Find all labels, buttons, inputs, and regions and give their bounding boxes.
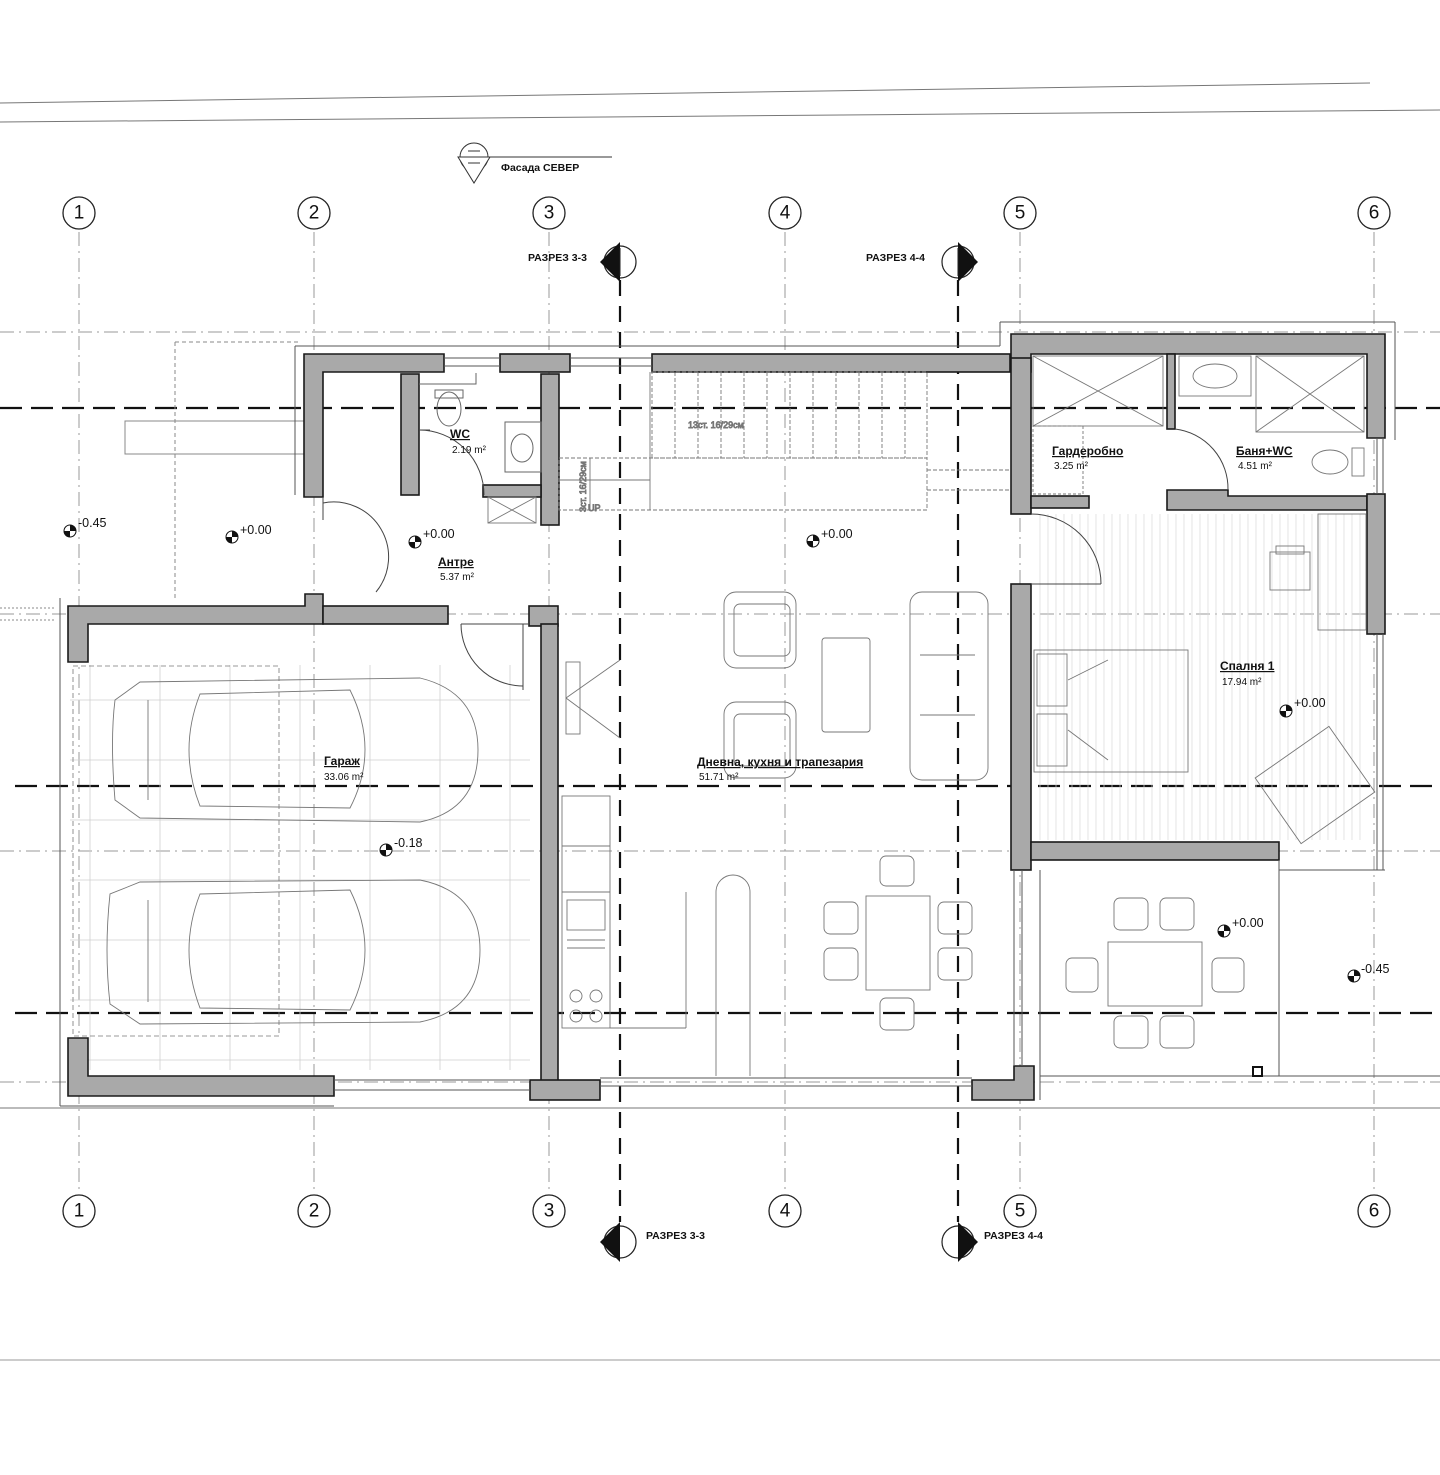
- svg-text:Гардеробно: Гардеробно: [1052, 444, 1123, 458]
- level-marker: -0.45: [1347, 962, 1390, 983]
- svg-text:-0.45: -0.45: [78, 516, 107, 530]
- svg-text:Антре: Антре: [438, 555, 474, 569]
- level-marker: +0.00: [225, 523, 272, 544]
- section-label: РАЗРЕЗ 4-4: [984, 1230, 1043, 1242]
- walls: [67, 333, 1386, 1101]
- car-2-icon: [106, 879, 481, 1025]
- section-marker-4-4-bottom: РАЗРЕЗ 4-4: [941, 1222, 1043, 1262]
- room-label-living: Дневна, кухня и трапезария 51.71 m²: [697, 755, 863, 783]
- svg-text:+0.00: +0.00: [1232, 916, 1264, 930]
- svg-text:+0.00: +0.00: [821, 527, 853, 541]
- bedroom-floor-boards: [1039, 514, 1361, 840]
- level-marker: -0.18: [379, 836, 423, 857]
- car-1-icon: [112, 677, 479, 823]
- outdoor-porch: [0, 341, 306, 621]
- section-marker-4-4-top: РАЗРЕЗ 4-4: [866, 242, 978, 282]
- site-boundary-line: [0, 109, 1440, 123]
- living-furniture: [565, 591, 989, 781]
- room-label-wardrobe: Гардеробно 3.25 m²: [1052, 444, 1123, 472]
- room-label-wc: WC 2.19 m²: [450, 427, 487, 456]
- svg-text:Баня+WC: Баня+WC: [1236, 444, 1293, 458]
- level-marker: +0.00: [1279, 696, 1326, 718]
- svg-text:2.19 m²: 2.19 m²: [452, 445, 487, 456]
- wc-fixtures: [419, 373, 542, 473]
- facade-marker: Фасада СЕВЕР: [457, 142, 612, 184]
- svg-text:-0.45: -0.45: [1361, 962, 1390, 976]
- axis-label-3: 3: [544, 203, 555, 224]
- svg-text:3.25 m²: 3.25 m²: [1054, 461, 1089, 472]
- axis-label-5: 5: [1015, 203, 1026, 224]
- axis-label-6: 6: [1369, 203, 1380, 224]
- room-label-antre: Антре 5.37 m²: [438, 555, 475, 583]
- svg-text:-0.18: -0.18: [394, 836, 423, 850]
- svg-text:17.94 m²: 17.94 m²: [1222, 677, 1262, 688]
- level-marker: +0.00: [408, 527, 455, 549]
- axis-label-5: 5: [1015, 1201, 1026, 1222]
- doors: [322, 428, 1229, 690]
- axis-label-4: 4: [780, 203, 791, 224]
- bedroom-furniture: [1033, 513, 1376, 845]
- section-label: РАЗРЕЗ 3-3: [646, 1230, 705, 1242]
- terrace-dining-set: [1065, 897, 1263, 1077]
- level-marker: -0.45: [63, 516, 107, 538]
- section-lines: [0, 280, 1440, 1222]
- stairs: 13ст. 16/29см 3ст. 16/29см UP: [487, 371, 1011, 524]
- svg-text:Дневна, кухня и трапезария: Дневна, кухня и трапезария: [697, 755, 863, 769]
- svg-text:51.71 m²: 51.71 m²: [699, 772, 739, 783]
- room-label-garage: Гараж 33.06 m²: [324, 754, 364, 783]
- facade-label: Фасада СЕВЕР: [501, 162, 579, 174]
- svg-text:4.51 m²: 4.51 m²: [1238, 461, 1273, 472]
- section-marker-3-3-top: РАЗРЕЗ 3-3: [528, 242, 637, 282]
- svg-text:Гараж: Гараж: [324, 754, 360, 768]
- axis-label-3: 3: [544, 1201, 555, 1222]
- svg-text:+0.00: +0.00: [240, 523, 272, 537]
- room-label-bedroom: Спалня 1 17.94 m²: [1220, 659, 1275, 688]
- bathroom-fixtures: [1032, 355, 1365, 495]
- svg-text:+0.00: +0.00: [1294, 696, 1326, 710]
- level-marker: +0.00: [806, 527, 853, 548]
- stair-label-small: 3ст. 16/29см: [578, 461, 588, 512]
- svg-text:Спалня 1: Спалня 1: [1220, 659, 1275, 673]
- svg-text:5.37 m²: 5.37 m²: [440, 572, 475, 583]
- room-label-bath: Баня+WC 4.51 m²: [1236, 444, 1293, 472]
- section-label: РАЗРЕЗ 4-4: [866, 252, 925, 264]
- kitchen-counter: [561, 795, 751, 1076]
- axis-bubbles-top: 1 2 3 4 5 6: [62, 196, 1391, 230]
- svg-text:33.06 m²: 33.06 m²: [324, 772, 364, 783]
- svg-text:+0.00: +0.00: [423, 527, 455, 541]
- garage-floor-tiles: [70, 665, 530, 1070]
- svg-text:WC: WC: [450, 427, 470, 441]
- axis-label-1: 1: [74, 1201, 85, 1222]
- section-label: РАЗРЕЗ 3-3: [528, 252, 587, 264]
- axis-label-6: 6: [1369, 1201, 1380, 1222]
- axis-label-2: 2: [309, 203, 320, 224]
- section-marker-3-3-bottom: РАЗРЕЗ 3-3: [600, 1222, 705, 1262]
- axis-label-4: 4: [780, 1201, 791, 1222]
- axis-label-2: 2: [309, 1201, 320, 1222]
- level-marker: +0.00: [1217, 916, 1264, 938]
- site-boundary-line: [0, 82, 1371, 104]
- axis-label-1: 1: [74, 203, 85, 224]
- stair-up-label: UP: [588, 503, 601, 513]
- axis-bubbles-bottom: 1 2 3 4 5 6: [62, 1194, 1391, 1228]
- dining-set: [823, 855, 973, 1031]
- stair-label-main: 13ст. 16/29см: [688, 420, 744, 430]
- window-lines: [59, 321, 1440, 1107]
